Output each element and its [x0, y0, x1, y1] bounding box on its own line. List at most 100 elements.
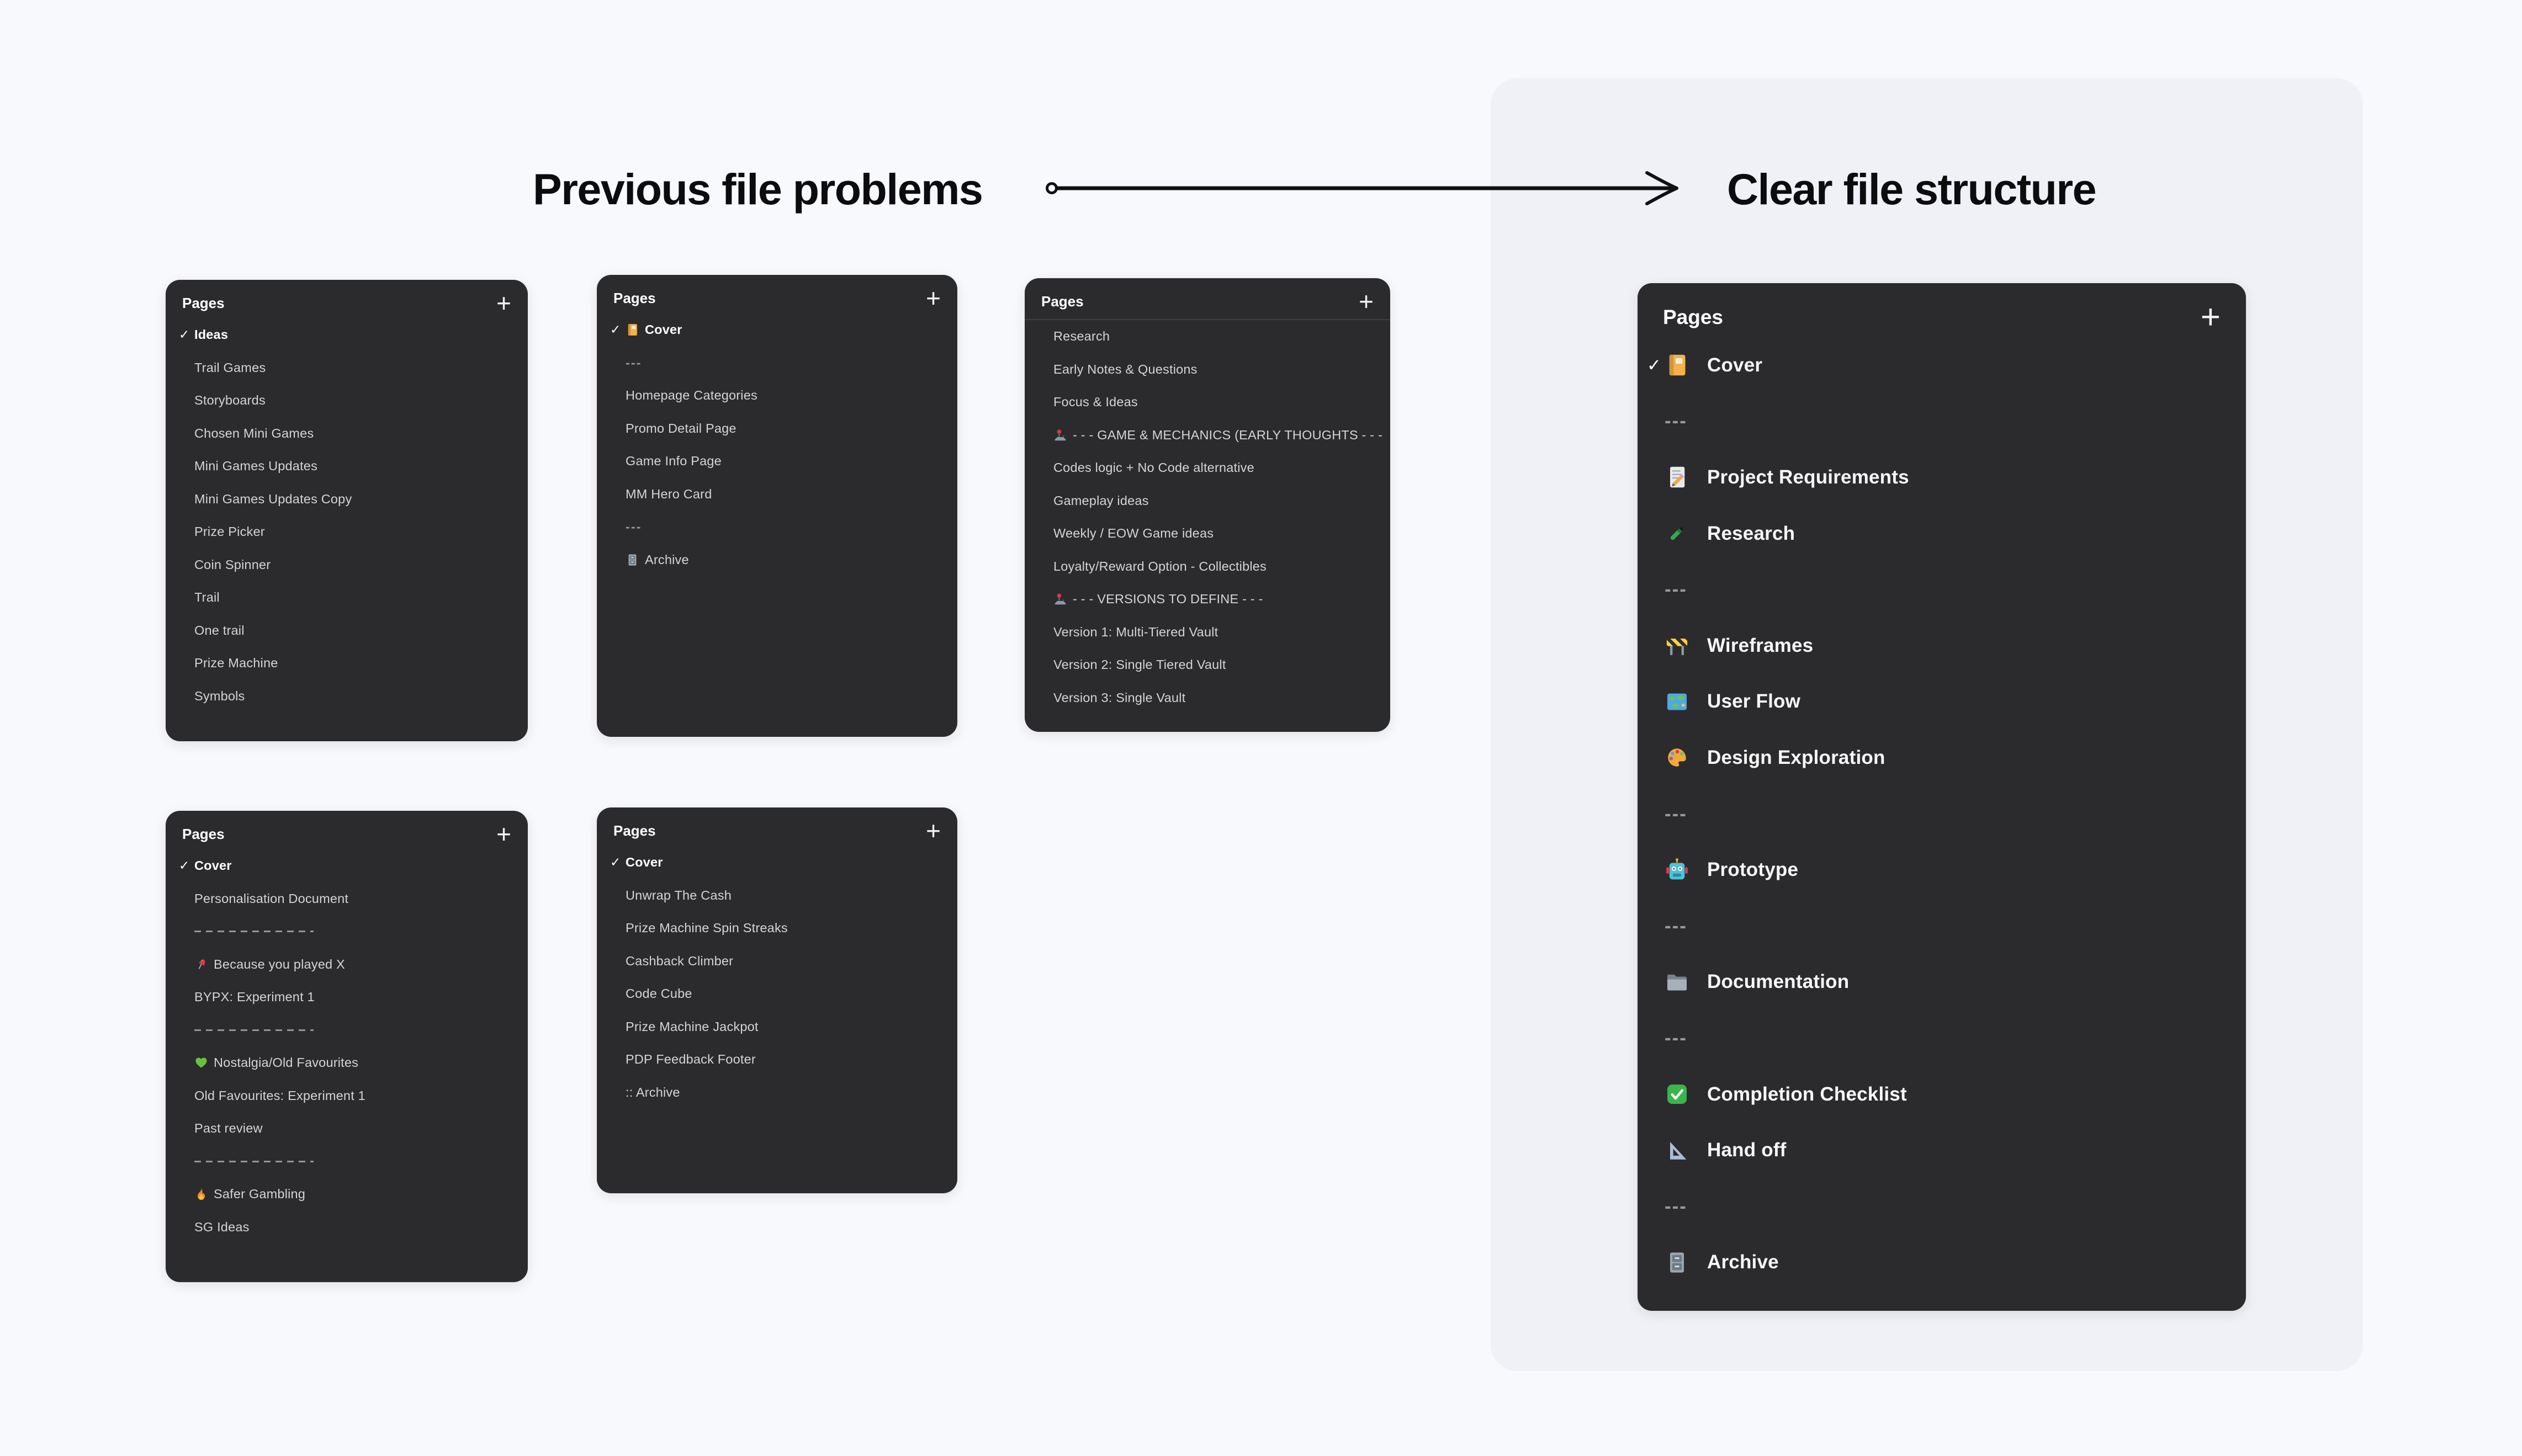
separator-row[interactable]: --- [1638, 898, 2246, 954]
page-row[interactable]: Safer Gambling [166, 1178, 528, 1211]
page-label: Design Exploration [1707, 746, 1885, 768]
page-row[interactable]: Research [1638, 506, 2246, 562]
page-row[interactable]: Archive [1638, 1235, 2246, 1291]
page-label: Cover [194, 858, 232, 873]
page-row[interactable]: SG Ideas [166, 1211, 528, 1244]
page-label: Personalisation Document [194, 891, 349, 906]
pushpin-icon [194, 958, 208, 971]
page-row[interactable]: ✓Cover [597, 313, 957, 347]
page-row[interactable]: Focus & Ideas [1025, 386, 1390, 419]
page-row[interactable]: Mini Games Updates Copy [166, 483, 528, 516]
page-label: Nostalgia/Old Favourites [214, 1055, 359, 1070]
separator-row[interactable]: --- [1638, 786, 2246, 842]
page-row[interactable]: Prototype [1638, 842, 2246, 898]
separator-row[interactable]: --- [1638, 1010, 2246, 1066]
page-row[interactable]: Mini Games Updates [166, 450, 528, 483]
page-label: Loyalty/Reward Option - Collectibles [1053, 559, 1267, 573]
page-row[interactable]: Prize Machine Spin Streaks [597, 912, 957, 945]
page-row[interactable]: Early Notes & Questions [1025, 353, 1390, 386]
separator-row[interactable]: --- [597, 511, 957, 544]
page-row[interactable]: Personalisation Document [166, 883, 528, 916]
page-row[interactable]: Code Cube [597, 977, 957, 1011]
page-row[interactable]: Symbols [166, 680, 528, 713]
page-row[interactable]: ✓Ideas [166, 318, 528, 352]
page-row[interactable]: Unwrap The Cash [597, 879, 957, 912]
add-page-button[interactable]: + [2200, 298, 2221, 336]
page-row[interactable]: Past review [166, 1112, 528, 1145]
page-row[interactable]: Documentation [1638, 954, 2246, 1011]
page-row[interactable]: Codes logic + No Code alternative [1025, 451, 1390, 485]
page-row[interactable]: Prize Machine [166, 647, 528, 680]
page-row[interactable]: Version 1: Multi-Tiered Vault [1025, 616, 1390, 649]
page-row[interactable]: Completion Checklist [1638, 1066, 2246, 1123]
page-row[interactable]: Version 3: Single Vault [1025, 682, 1390, 715]
separator-row[interactable]: --- [1638, 561, 2246, 618]
dashed-divider-row[interactable] [166, 1014, 528, 1047]
page-label: Version 2: Single Tiered Vault [1053, 657, 1226, 672]
page-label: Wireframes [1707, 634, 1814, 656]
add-page-button[interactable]: + [496, 289, 511, 317]
page-row[interactable]: Game Info Page [597, 445, 957, 478]
page-row[interactable]: Project Requirements [1638, 449, 2246, 506]
add-page-button[interactable]: + [1359, 287, 1374, 316]
page-row[interactable]: Trail Games [166, 352, 528, 385]
page-row[interactable]: Nostalgia/Old Favourites [166, 1046, 528, 1080]
selected-check-icon: ✓ [610, 855, 621, 870]
ledger-icon [626, 323, 639, 337]
page-row[interactable]: Archive [597, 544, 957, 577]
pages-header-label: Pages [182, 825, 225, 842]
dashed-divider-row[interactable] [166, 1145, 528, 1178]
page-label: PDP Feedback Footer [626, 1052, 756, 1067]
page-label: Promo Detail Page [626, 421, 737, 435]
page-label: Mini Games Updates [194, 459, 318, 474]
page-row[interactable]: :: Archive [597, 1076, 957, 1109]
page-row[interactable]: Homepage Categories [597, 379, 957, 412]
page-row[interactable]: Trail [166, 581, 528, 614]
page-label: Archive [1707, 1251, 1779, 1273]
page-row[interactable]: Weekly / EOW Game ideas [1025, 517, 1390, 550]
page-row[interactable]: BYPX: Experiment 1 [166, 981, 528, 1014]
add-page-button[interactable]: + [926, 284, 941, 312]
add-page-button[interactable]: + [926, 816, 941, 845]
page-row[interactable]: Wireframes [1638, 618, 2246, 674]
page-row[interactable]: ✓Cover [166, 849, 528, 883]
page-row[interactable]: ✓Cover [1638, 337, 2246, 394]
page-row[interactable]: Prize Machine Jackpot [597, 1011, 957, 1044]
palette-icon [1665, 745, 1689, 770]
dashed-divider-row[interactable] [166, 915, 528, 948]
separator-row[interactable]: --- [1638, 1178, 2246, 1235]
triangular-ruler-icon [1665, 1138, 1689, 1163]
page-row[interactable]: - - - VERSIONS TO DEFINE - - - [1025, 583, 1390, 616]
page-label: Archive [645, 552, 689, 567]
robot-icon [1665, 858, 1689, 883]
separator-label: --- [1665, 578, 1687, 601]
page-row[interactable]: Coin Spinner [166, 549, 528, 582]
page-row[interactable]: One trail [166, 614, 528, 647]
page-row[interactable]: Gameplay ideas [1025, 485, 1390, 518]
page-row[interactable]: - - - GAME & MECHANICS (EARLY THOUGHTS -… [1025, 419, 1390, 452]
page-row[interactable]: ✓Cover [597, 846, 957, 879]
page-row[interactable]: Design Exploration [1638, 730, 2246, 786]
add-page-button[interactable]: + [496, 820, 511, 848]
page-row[interactable]: PDP Feedback Footer [597, 1043, 957, 1076]
page-label: Safer Gambling [214, 1187, 306, 1202]
page-row[interactable]: Research [1025, 320, 1390, 353]
separator-label: --- [626, 519, 642, 534]
page-row[interactable]: MM Hero Card [597, 478, 957, 511]
separator-label: --- [626, 355, 642, 370]
page-row[interactable]: Loyalty/Reward Option - Collectibles [1025, 550, 1390, 583]
page-row[interactable]: Because you played X [166, 948, 528, 981]
page-label: Cashback Climber [626, 953, 734, 968]
page-row[interactable]: Prize Picker [166, 516, 528, 549]
page-row[interactable]: Hand off [1638, 1122, 2246, 1178]
page-row[interactable]: User Flow [1638, 674, 2246, 730]
page-row[interactable]: Promo Detail Page [597, 412, 957, 445]
page-label: Prototype [1707, 859, 1799, 881]
separator-row[interactable]: --- [597, 347, 957, 380]
page-row[interactable]: Cashback Climber [597, 945, 957, 978]
separator-row[interactable]: --- [1638, 394, 2246, 450]
page-row[interactable]: Storyboards [166, 384, 528, 417]
page-row[interactable]: Version 2: Single Tiered Vault [1025, 649, 1390, 682]
page-row[interactable]: Old Favourites: Experiment 1 [166, 1080, 528, 1113]
page-row[interactable]: Chosen Mini Games [166, 417, 528, 450]
